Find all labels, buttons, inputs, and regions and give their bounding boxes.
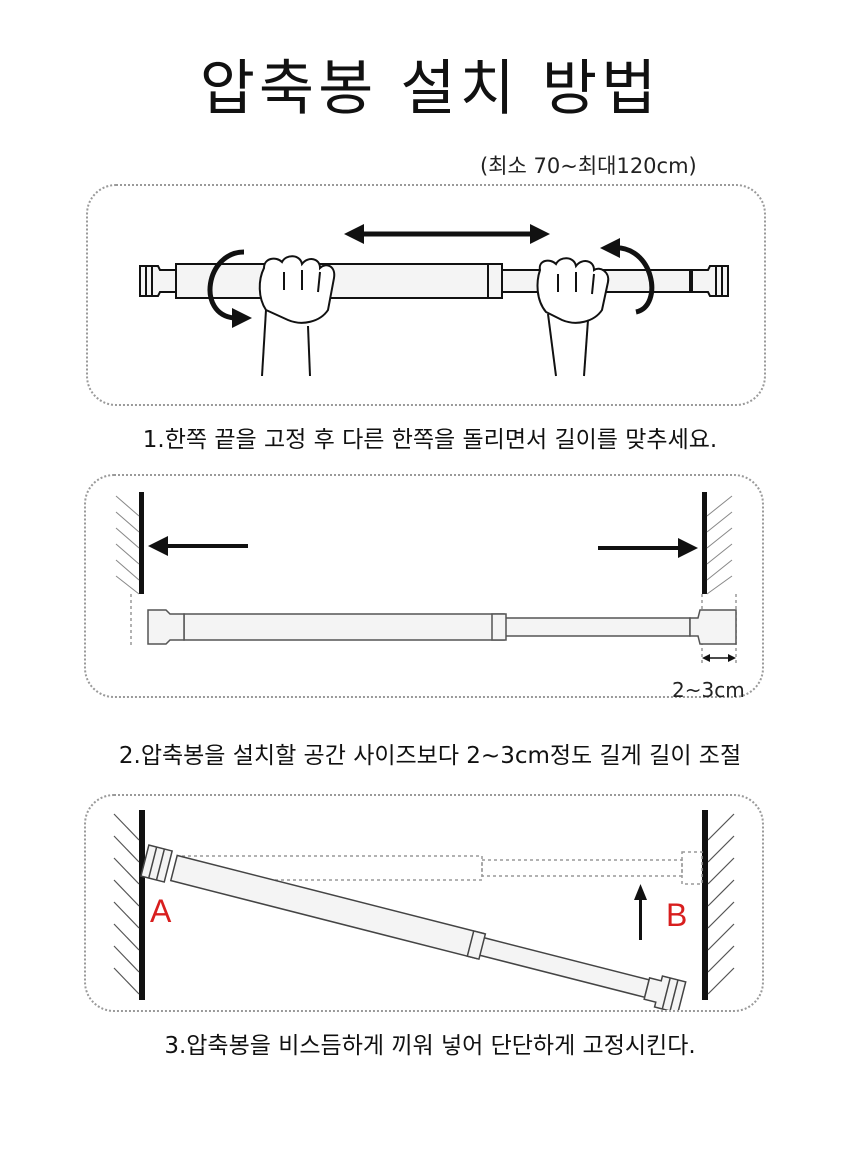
right-wall-icon (702, 492, 733, 595)
page-title: 압축봉 설치 방법 (199, 54, 661, 124)
left-wall-icon (115, 492, 144, 595)
gap-measure-icon (702, 654, 736, 662)
step-2-caption: 2.압축봉을 설치할 공간 사이즈보다 2~3cm정도 길게 길이 조절 (118, 743, 742, 769)
tension-rod-icon (147, 609, 737, 645)
step-3-panel: A B (84, 794, 764, 1012)
right-hand-icon (536, 257, 610, 377)
label-b: B (666, 897, 687, 933)
step-2-panel: 2~3cm (84, 474, 764, 702)
push-up-arrow-icon (634, 884, 647, 940)
step-2-illustration (115, 492, 737, 666)
tension-rod-icon (139, 263, 729, 299)
step-1-panel (86, 184, 766, 406)
step-3-caption: 3.압축봉을 비스듬하게 끼워 넣어 단단하게 고정시킨다. (164, 1033, 696, 1059)
right-wall-icon (702, 810, 735, 1000)
left-hand-icon (258, 255, 336, 377)
push-left-arrow-icon (148, 536, 248, 556)
label-a: A (150, 893, 172, 929)
left-wall-icon (113, 810, 145, 1000)
rotate-right-arrow-icon (600, 238, 655, 315)
tension-rod-icon (140, 844, 687, 1010)
push-right-arrow-icon (598, 538, 698, 558)
gap-label: 2~3cm (672, 678, 745, 702)
length-range-note: (최소 70~최대120cm) (480, 154, 697, 178)
step-1-caption: 1.한쪽 끝을 고정 후 다른 한쪽을 돌리면서 길이를 맞추세요. (142, 427, 718, 453)
step-1-illustration (139, 224, 729, 377)
rotate-left-arrow-icon (207, 249, 252, 328)
step-3-illustration: A B (113, 810, 735, 1010)
extend-arrow-icon (344, 224, 550, 244)
